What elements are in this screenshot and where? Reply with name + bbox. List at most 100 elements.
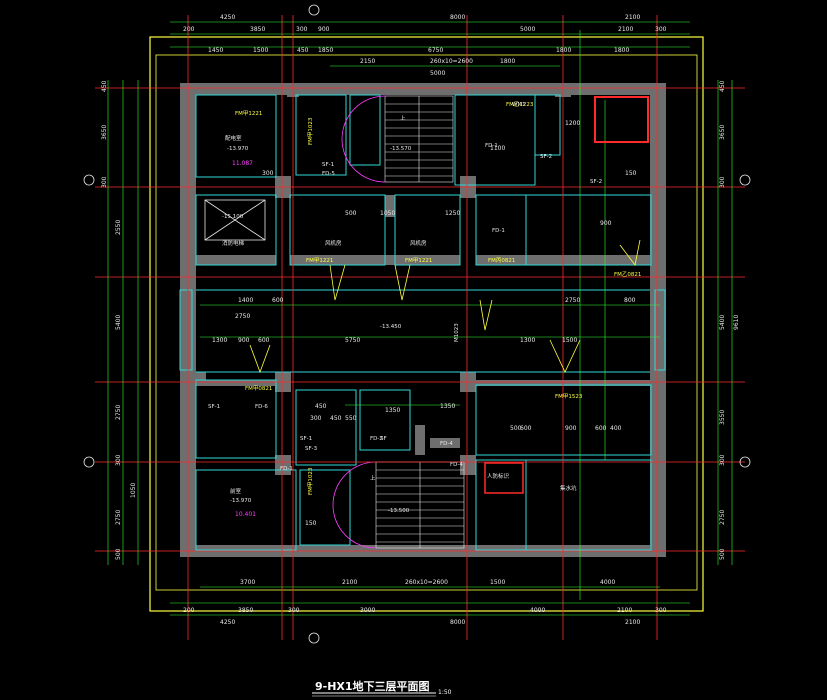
fd-tag-6: FD-4 — [450, 462, 463, 468]
dim-left-0: 450 — [101, 80, 108, 92]
dim-misc-0: 500 — [345, 210, 357, 217]
dim-left-5: 2750 — [115, 405, 122, 420]
dim-misc-20: 1100 — [490, 145, 505, 152]
elevation-label-6: -15.100 — [222, 214, 244, 220]
stair-north — [384, 95, 454, 183]
dim-inner-3: 1300 — [212, 337, 227, 344]
dim-bottom-row2-2: 300 — [288, 607, 300, 614]
door-tag-4: FM乙0821 — [614, 271, 641, 278]
dim-top-outer-1: 8000 — [450, 14, 465, 21]
dim-left-6: 300 — [115, 454, 122, 466]
stair-up-label-1: 上 — [400, 114, 406, 122]
dim-right-4: 9610 — [733, 315, 740, 330]
fd-tag-2: FD-1 — [492, 228, 505, 234]
dim-misc-8: 450 — [330, 415, 342, 422]
dim-left-1: 3650 — [101, 125, 108, 140]
dim-top-row2-2: 450 — [297, 47, 309, 54]
dim-misc-15: 1200 — [565, 120, 580, 127]
dim-bottom-outer-1: 8000 — [450, 619, 465, 626]
fd-tag-1: FD-5 — [322, 171, 335, 177]
room-distribution-label: 配电室 — [225, 134, 242, 142]
dim-bottom-row2-3: 3000 — [360, 607, 375, 614]
civil-defense-sign-label: 人防标识 — [487, 472, 510, 480]
dim-misc-19: 5000 — [430, 70, 445, 77]
door-tag-7: FM甲1023 — [307, 117, 314, 145]
dim-bottom-outer-0: 4250 — [220, 619, 235, 626]
dim-misc-2: 1250 — [445, 210, 460, 217]
sf-tag-6: SF-3 — [305, 446, 318, 452]
room-labels: 配电室 -13.970 11.087 -15.100 消防电梯 风机房 风机房 … — [222, 114, 577, 518]
dim-top-row1-0: 200 — [183, 26, 195, 33]
outer-frame — [149, 36, 704, 612]
fd-tag-4: FD-1 — [280, 466, 293, 472]
bottom-dimension-labels: 3700 2100 260x10=2600 1500 4000 200 3850… — [183, 579, 667, 626]
axis-grid — [95, 15, 745, 640]
room-sump-label: 集水坑 — [560, 484, 577, 492]
stair-south — [375, 461, 465, 549]
code-tag-0: M1023 — [454, 323, 460, 342]
sf-tag-4: SF-1 — [300, 436, 312, 442]
dim-top-inner-0: 2150 — [360, 58, 375, 65]
dim-left-7: 1050 — [130, 483, 137, 498]
dim-top-row2-1: 1500 — [253, 47, 268, 54]
door-tag-6: FM甲0821 — [245, 385, 272, 392]
dim-misc-18: 300 — [262, 170, 274, 177]
dim-misc-6: 1350 — [440, 403, 455, 410]
elevation-label-2: -13.570 — [390, 146, 412, 152]
dim-right-7: 2750 — [719, 510, 726, 525]
dim-bottom-row2-4: 4000 — [530, 607, 545, 614]
dim-inner-9: 2750 — [565, 297, 580, 304]
dim-right-2: 300 — [719, 176, 726, 188]
elevator-shaft — [204, 199, 266, 241]
dim-misc-11: 550 — [345, 415, 357, 422]
title-block: 9-HX1地下三层平面图 1:50 — [312, 679, 452, 697]
dim-top-outer-0: 4250 — [220, 14, 235, 21]
axis-bubbles — [83, 4, 751, 644]
dim-right-3: 5400 — [719, 315, 726, 330]
door-swings — [249, 239, 641, 374]
dim-misc-3: 500 — [510, 425, 522, 432]
dim-right-0: 450 — [719, 80, 726, 92]
door-tag-2: FM丙0821 — [488, 257, 515, 264]
dim-top-row2-4: 6750 — [428, 47, 443, 54]
dim-misc-5: 1350 — [385, 407, 400, 414]
dim-misc-14: 400 — [610, 425, 622, 432]
dim-misc-13: 600 — [595, 425, 607, 432]
dim-inner-10: 800 — [624, 297, 636, 304]
fd-sf-tags: FD-1 FD-5 FD-1 FD-6 FD-1 FD-4 FD-4 SF-1 … — [208, 102, 602, 472]
stair-arc-south — [332, 461, 377, 549]
door-tag-0: FM甲1221 — [306, 257, 333, 264]
sf-tag-0: SF-1 — [322, 162, 334, 168]
sf-tag-1: SF-2 — [540, 154, 552, 160]
elevation-label-5: -13.500 — [388, 508, 410, 514]
dim-bottom-row1-2: 260x10=2600 — [405, 579, 448, 586]
dim-bottom-outer-2: 2100 — [625, 619, 640, 626]
fd-tag-3: FD-6 — [255, 404, 268, 410]
dim-bottom-row2-5: 2100 — [617, 607, 632, 614]
dim-misc-10: 600 — [520, 425, 532, 432]
door-tag-9: FM乙1223 — [506, 101, 534, 108]
dim-top-row2-0: 1450 — [208, 47, 223, 54]
dim-misc-1: 1050 — [380, 210, 395, 217]
dim-left-8: 2750 — [115, 510, 122, 525]
dim-bottom-row2-6: 300 — [655, 607, 667, 614]
area-label-1: 11.087 — [232, 160, 253, 167]
dim-left-4: 5400 — [115, 315, 122, 330]
stair-up-label-2: 上 — [370, 474, 376, 482]
dim-inner-6: 5750 — [345, 337, 360, 344]
inner-dimension-labels: 1400 600 2750 1300 900 600 5750 1300 150… — [212, 70, 637, 527]
stair-arc-north — [341, 95, 386, 183]
door-tags: FM甲1221 FM甲1221 FM丙0821 FM甲1221 FM乙0821 … — [235, 101, 641, 495]
fd-tag-0: FD-1 — [485, 143, 498, 149]
dim-inner-0: 1400 — [238, 297, 253, 304]
dim-misc-4: 450 — [315, 403, 327, 410]
dim-inner-2: 2750 — [235, 313, 250, 320]
door-tag-3: FM甲1221 — [235, 110, 262, 117]
drawing-scale: 1:50 — [438, 689, 452, 696]
room-fan-label-2: 风机房 — [410, 239, 427, 247]
elevation-label-1: -13.970 — [227, 146, 249, 152]
area-label-2: 10.401 — [235, 511, 256, 518]
elevation-label-4: -13.970 — [230, 498, 252, 504]
door-tag-5: FM甲1523 — [555, 393, 583, 400]
dim-left-3: 2550 — [115, 220, 122, 235]
